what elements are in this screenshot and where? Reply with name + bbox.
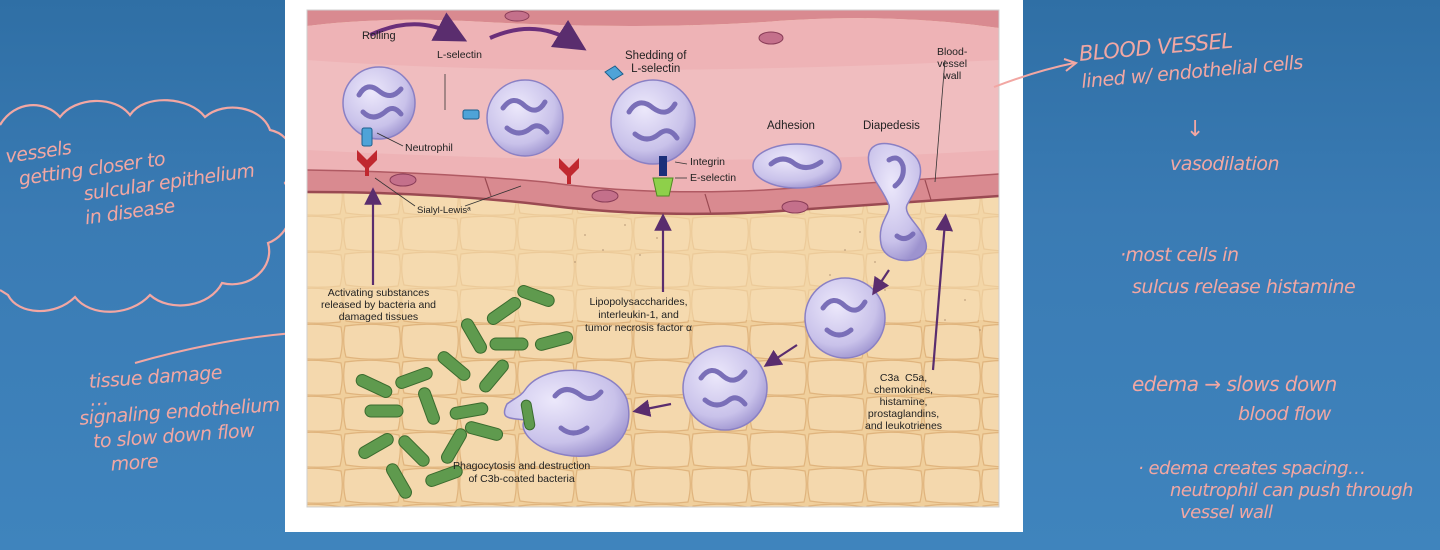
neutrophil-phagocytosing	[503, 369, 630, 457]
neutrophil-adhesion	[752, 143, 842, 189]
bacteria-cluster	[355, 285, 574, 499]
vasodilation-note: vasodilation	[1170, 153, 1280, 175]
label-rolling: Rolling	[362, 30, 396, 42]
label-adhesion: Adhesion	[767, 120, 815, 132]
edema-spacing-note: · edema creates spacing… neutrophil can …	[1138, 458, 1413, 524]
label-e-selectin: E-selectin	[690, 172, 737, 184]
label-shedding: Shedding of L-selectin	[625, 50, 687, 75]
neutrophil-migrating-1	[804, 277, 886, 359]
pointer-line-left	[134, 332, 296, 364]
label-phagocytosis: Phagocytosis and destruction of C3b-coat…	[453, 460, 591, 485]
label-sialyl-lewis: Sialyl-Lewisᵃ	[417, 205, 471, 216]
label-diapedesis: Diapedesis	[863, 120, 920, 132]
inflammation-diagram	[306, 9, 1000, 508]
histamine-note-line: ·most cells in	[1120, 244, 1239, 266]
label-neutrophil: Neutrophil	[405, 142, 453, 154]
label-integrin: Integrin	[690, 156, 726, 168]
blood-vessel-note: BLOOD VESSEL lined w/ endothelial cells	[1078, 23, 1304, 94]
edema2-note-line: · edema creates spacing…	[1138, 458, 1366, 479]
label-l-selectin: L-selectin	[437, 49, 482, 61]
edema-note-line: blood flow	[1238, 403, 1331, 425]
neutrophil-rolling-1	[342, 66, 416, 140]
label-lps: Lipopolysaccharides, interleukin-1, and …	[585, 296, 693, 334]
neutrophil-diapedesis	[867, 142, 928, 262]
edema-note-line: edema → slows down	[1132, 372, 1337, 396]
label-activating-substances: Activating substances released by bacter…	[321, 287, 436, 323]
label-mediators: C3a C5a, chemokines, histamine, prostagl…	[865, 372, 943, 432]
down-arrow-note: ↓	[1186, 117, 1204, 142]
histamine-note: ·most cells in sulcus release histamine	[1120, 243, 1356, 299]
edema-slows-note: edema → slows down blood flow	[1132, 372, 1337, 426]
neutrophil-migrating-2	[682, 345, 768, 431]
edema2-note-line: vessel wall	[1180, 502, 1273, 523]
neutrophil-rolling-2	[486, 79, 564, 157]
diagram-panel: Rolling L-selectin Shedding of L-selecti…	[285, 0, 1023, 532]
pointer-line-right	[993, 58, 1079, 88]
label-blood-vessel-wall: Blood- vessel wall	[937, 46, 968, 82]
edema2-note-line: neutrophil can push through	[1170, 480, 1413, 501]
histamine-note-line: sulcus release histamine	[1132, 276, 1356, 298]
tissue-damage-note: tissue damage … signaling endothelium to…	[79, 357, 284, 478]
neutrophil-shedding	[610, 79, 696, 165]
